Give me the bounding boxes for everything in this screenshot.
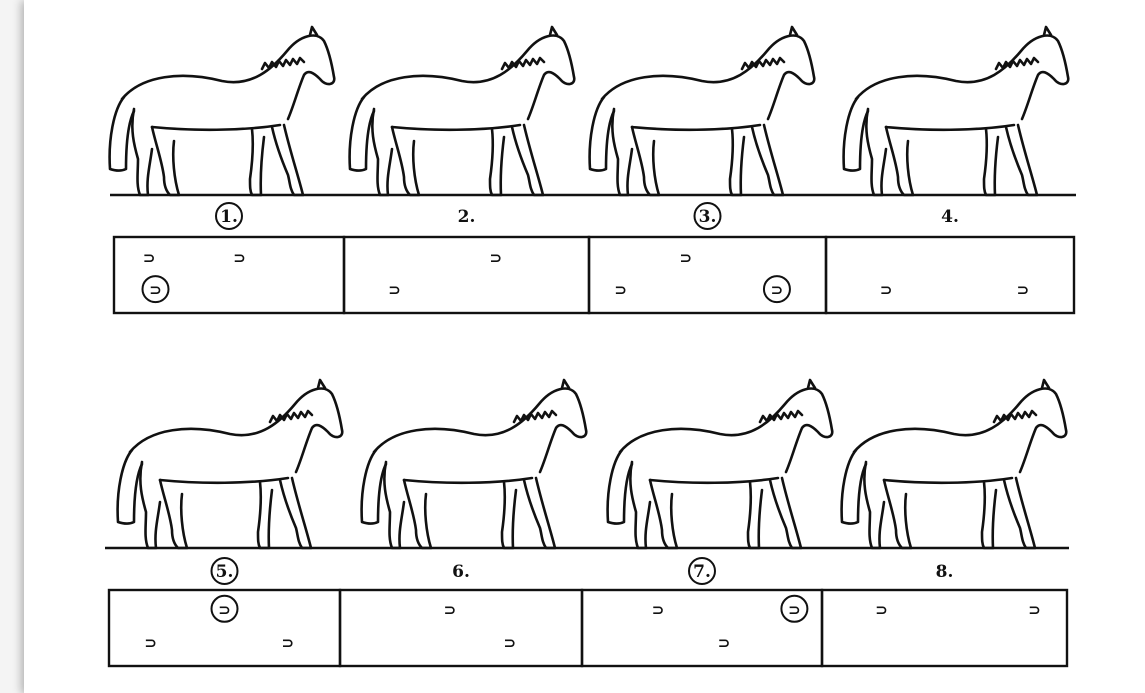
frame-label: 2.	[458, 207, 476, 227]
frame-label: 7.	[693, 562, 711, 582]
frame-label: 5.	[216, 562, 234, 582]
footfall-cell	[589, 237, 826, 313]
hoofprint: ⊃	[388, 281, 401, 299]
footfall-cell	[826, 237, 1074, 313]
horse-figure	[118, 380, 343, 548]
hoofprint: ⊃	[771, 281, 784, 299]
hoofprint: ⊃	[652, 601, 665, 619]
hoofprint: ⊃	[880, 281, 893, 299]
hoofprint: ⊃	[1028, 601, 1041, 619]
footfall-cell	[582, 590, 822, 666]
frame-label: 8.	[936, 562, 954, 582]
hoofprint: ⊃	[504, 634, 517, 652]
hoofprint: ⊃	[282, 634, 295, 652]
hoofprint: ⊃	[444, 601, 457, 619]
hoofprint: ⊃	[1017, 281, 1030, 299]
hoofprint: ⊃	[489, 249, 502, 267]
hoofprint: ⊃	[144, 634, 157, 652]
frame-label: 6.	[452, 562, 470, 582]
gait-diagram: 1. ⊃ ⊃ ⊃ 2. ⊃ ⊃ 3. ⊃ ⊃ ⊃ 4. ⊃ ⊃ 5. ⊃ ⊃ ⊃ 6. ⊃ ⊃ 7. ⊃ ⊃ ⊃ 8. ⊃ ⊃	[24, 0, 1145, 693]
frame-label: 1.	[220, 207, 238, 227]
hoofprint: ⊃	[233, 249, 246, 267]
hoofprint: ⊃	[680, 249, 693, 267]
footfall-cell	[340, 590, 582, 666]
horse-figure	[110, 27, 335, 195]
hoofprint: ⊃	[788, 601, 801, 619]
horse-figure	[350, 27, 575, 195]
hoofprint: ⊃	[614, 281, 627, 299]
horse-figure	[842, 380, 1067, 548]
hoofprint: ⊃	[218, 601, 231, 619]
hoofprint: ⊃	[149, 281, 162, 299]
horse-figure	[844, 27, 1069, 195]
horse-gait-sheet: 1. ⊃ ⊃ ⊃ 2. ⊃ ⊃ 3. ⊃ ⊃ ⊃ 4. ⊃ ⊃ 5. ⊃ ⊃ ⊃ 6. ⊃ ⊃ 7. ⊃ ⊃ ⊃ 8. ⊃ ⊃	[24, 0, 1145, 693]
hoofprint: ⊃	[718, 634, 731, 652]
horse-figure	[362, 380, 587, 548]
hoofprint: ⊃	[143, 249, 156, 267]
horse-figure	[590, 27, 815, 195]
frame-label: 4.	[941, 207, 959, 227]
footfall-cell	[344, 237, 589, 313]
hoofprint: ⊃	[875, 601, 888, 619]
frame-label: 3.	[699, 207, 717, 227]
horse-figure	[608, 380, 833, 548]
